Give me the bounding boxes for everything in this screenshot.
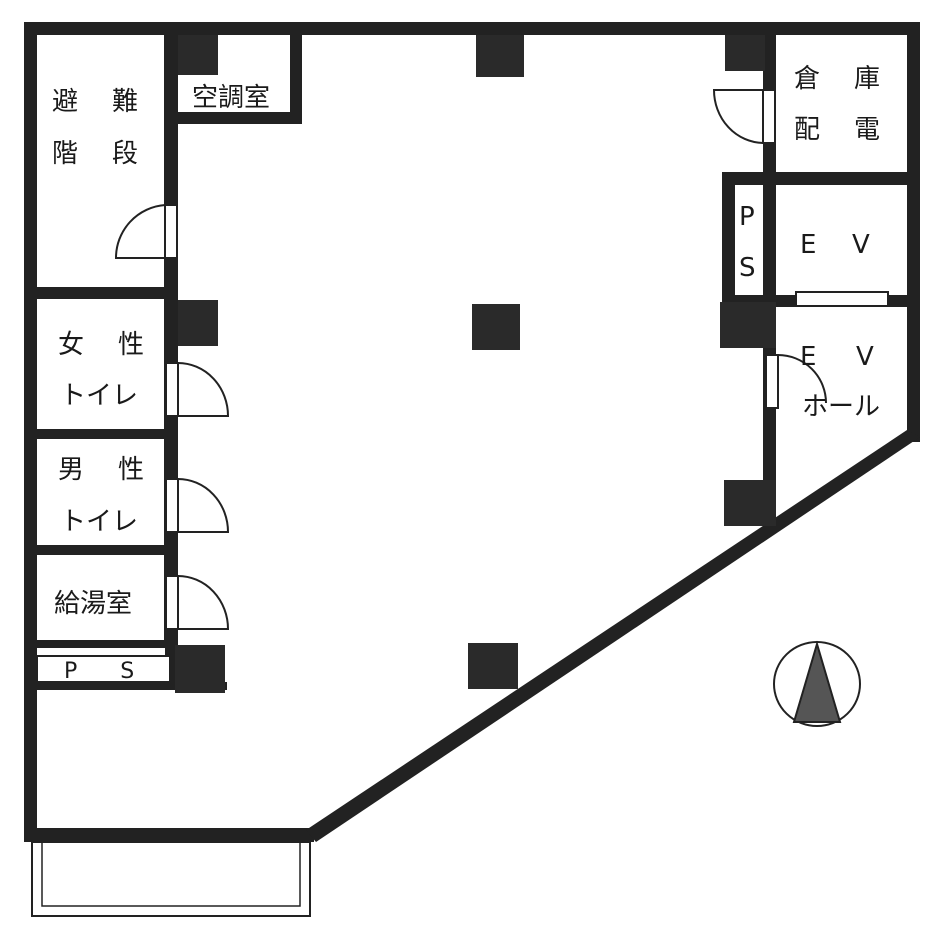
door-storage: [712, 89, 776, 144]
label-aircon: 空調室: [192, 83, 270, 113]
door-kitchen: [165, 575, 230, 630]
svg-text:性: 性: [118, 330, 144, 360]
svg-text:トイレ: トイレ: [60, 381, 138, 411]
label-ps-left: P S: [64, 659, 152, 684]
label-ev: E V: [800, 230, 870, 260]
label-women-wc: 女 性 トイレ: [58, 330, 144, 411]
svg-text:配: 配: [794, 115, 820, 145]
svg-text:S: S: [739, 253, 756, 283]
svg-text:電: 電: [854, 115, 880, 145]
balcony: [31, 841, 311, 917]
svg-text:ホール: ホール: [802, 392, 880, 422]
column: [476, 35, 524, 77]
svg-text:性: 性: [118, 455, 144, 485]
label-ps-right: P S: [739, 202, 756, 283]
svg-text:V: V: [856, 342, 874, 372]
door-women: [165, 362, 230, 417]
label-ev-hall: E V ホール: [800, 342, 880, 422]
svg-text:倉: 倉: [794, 64, 820, 94]
column: [175, 645, 225, 693]
svg-text:段: 段: [112, 139, 138, 169]
svg-text:E: E: [800, 230, 816, 260]
svg-text:難: 難: [112, 87, 138, 117]
svg-text:女: 女: [58, 330, 84, 360]
svg-text:トイレ: トイレ: [60, 507, 138, 537]
svg-text:V: V: [852, 230, 870, 260]
label-evac-stairs: 避 難 階 段: [52, 87, 138, 169]
door-men: [165, 478, 230, 533]
column: [468, 643, 518, 689]
svg-text:P: P: [739, 202, 755, 232]
label-men-wc: 男 性 トイレ: [58, 455, 144, 537]
label-kitchen: 給湯室: [54, 589, 132, 619]
svg-text:E: E: [800, 342, 816, 372]
north-arrow-icon: [773, 640, 861, 727]
svg-text:階: 階: [52, 139, 78, 169]
column: [178, 300, 218, 346]
svg-text:避: 避: [52, 87, 78, 117]
svg-text:男: 男: [58, 455, 84, 485]
svg-text:庫: 庫: [854, 64, 880, 94]
door-ev-hall: [765, 354, 827, 409]
door-stairs: [114, 204, 178, 259]
label-storage: 倉 庫 配 電: [794, 64, 880, 145]
column: [472, 304, 520, 350]
outer-walls: [24, 22, 920, 842]
